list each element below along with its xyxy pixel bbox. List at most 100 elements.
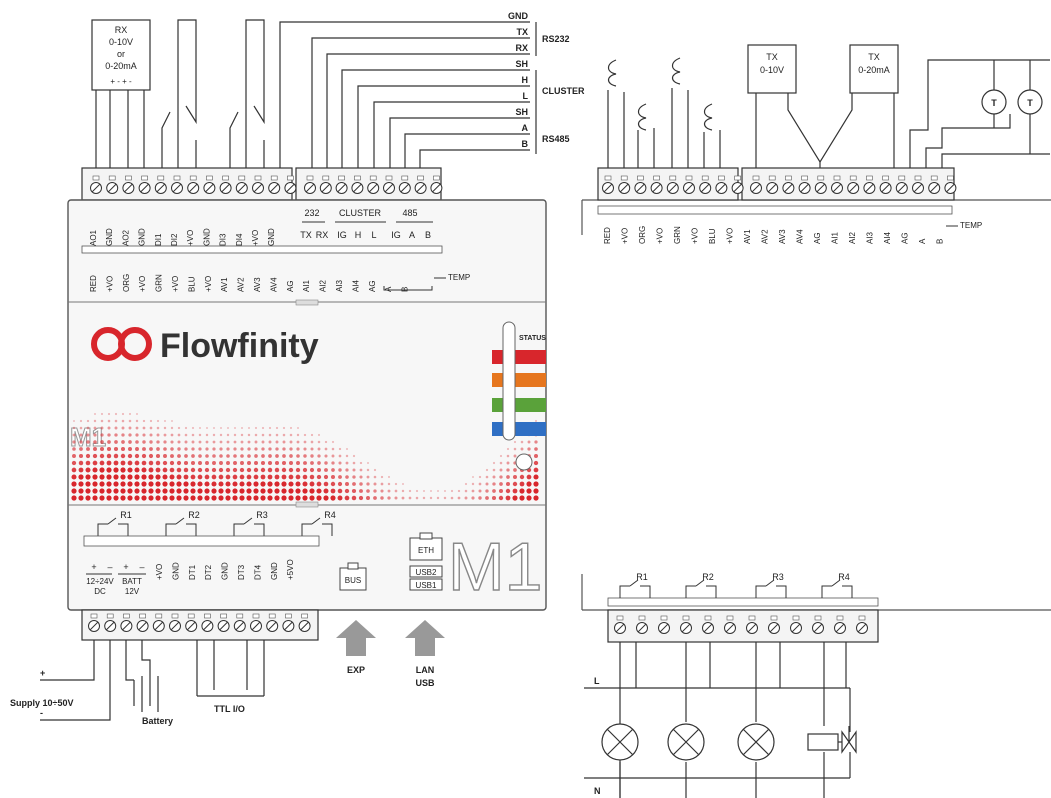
terminal-screw[interactable] [895,175,908,194]
terminal-screw[interactable] [398,175,411,194]
terminal-screw[interactable] [203,175,216,194]
batt-label: BATT [122,577,142,586]
terminal-screw[interactable] [944,175,957,194]
terminal-screw[interactable] [88,613,100,632]
terminal-screw[interactable] [138,175,151,194]
terminal-screw[interactable] [136,613,149,632]
terminal-screw[interactable] [798,175,811,194]
group-rs485: RS485 [542,134,570,144]
terminal-screw[interactable] [634,175,647,194]
terminal-screw[interactable] [746,615,758,634]
terminal-screw[interactable] [252,175,264,194]
terminal-screw[interactable] [266,613,279,632]
terminal-screw[interactable] [731,175,744,194]
terminal-screw[interactable] [90,175,102,194]
terminal-screw[interactable] [233,613,246,632]
usb1-port-label: USB1 [416,581,437,590]
terminal-label: GRN [673,226,682,244]
terminal-screw[interactable] [614,615,626,634]
terminal-label: AI3 [335,279,344,292]
terminal-label: AI1 [831,231,840,244]
terminal-screw[interactable] [217,613,230,632]
terminal-screw[interactable] [812,615,824,634]
terminal-screw[interactable] [250,613,262,632]
terminal-screw[interactable] [201,613,214,632]
terminal-screw[interactable] [834,615,846,634]
terminal-screw[interactable] [298,613,311,632]
terminal-label: AV1 [220,277,229,292]
terminal-screw[interactable] [185,613,198,632]
terminal-screw[interactable] [430,175,443,194]
model-small: M1 [70,422,106,452]
terminal-screw[interactable] [666,175,679,194]
bus-port[interactable]: BUS [339,562,367,591]
bus-sh1: SH [515,59,528,69]
terminal-screw[interactable] [814,175,827,194]
comm-label: TX [300,230,312,240]
terminal-label: AV4 [269,277,278,292]
terminal-label: AO2 [121,229,130,246]
terminal-screw[interactable] [319,175,332,194]
comm-label: A [409,230,415,240]
bus-gnd: GND [508,11,529,21]
terminal-screw[interactable] [106,175,119,194]
terminal-screw[interactable] [699,175,712,194]
bottom-wiring [40,640,265,721]
terminal-screw[interactable] [863,175,876,194]
eth-port[interactable]: ETH [409,532,443,561]
terminal-screw[interactable] [171,175,183,194]
reset-button[interactable] [515,453,533,471]
terminal-screw[interactable] [618,175,631,194]
terminal-screw[interactable] [602,175,614,194]
terminal-screw[interactable] [790,615,802,634]
terminal-screw[interactable] [636,615,648,634]
terminal-screw[interactable] [104,613,117,632]
terminal-label: AI4 [883,231,892,244]
terminal-screw[interactable] [304,175,316,194]
terminal-screw[interactable] [383,175,395,194]
terminal-label: GND [221,562,230,580]
terminal-screw[interactable] [122,175,135,194]
terminal-screw[interactable] [847,175,860,194]
terminal-screw[interactable] [154,175,167,194]
terminal-screw[interactable] [169,613,181,632]
terminal-screw[interactable] [715,175,728,194]
terminal-label: A [384,286,393,292]
terminal-screw[interactable] [650,175,663,194]
terminal-screw[interactable] [879,175,892,194]
terminal-screw[interactable] [928,175,941,194]
bus-a: A [522,123,529,133]
terminal-screw[interactable] [152,613,165,632]
terminal-screw[interactable] [912,175,924,194]
usb1-port[interactable]: USB1 [409,578,443,591]
usb2-port[interactable]: USB2 [409,565,443,578]
tx1-line-2: 0-10V [760,65,784,75]
terminal-screw[interactable] [219,175,232,194]
terminal-screw[interactable] [187,175,200,194]
terminal-screw[interactable] [282,613,295,632]
terminal-screw[interactable] [782,175,795,194]
terminal-screw[interactable] [120,613,133,632]
terminal-screw[interactable] [766,175,779,194]
terminal-screw[interactable] [658,615,670,634]
terminal-screw[interactable] [702,615,714,634]
terminal-screw[interactable] [235,175,248,194]
terminal-screw[interactable] [683,175,695,194]
terminal-label: GND [270,562,279,580]
terminal-screw[interactable] [268,175,281,194]
terminal-screw[interactable] [750,175,762,194]
terminal-label: AI1 [302,279,311,292]
terminal-screw[interactable] [367,175,380,194]
terminal-screw[interactable] [414,175,427,194]
terminal-screw[interactable] [335,175,348,194]
dc-voltage-label: 12÷24V [86,577,114,586]
terminal-screw[interactable] [831,175,843,194]
terminal-screw[interactable] [351,175,364,194]
terminal-screw[interactable] [768,615,780,634]
terminal-screw[interactable] [724,615,736,634]
terminal-screw[interactable] [856,615,868,634]
rx-line-2: 0-10V [109,37,133,47]
terminal-screw[interactable] [680,615,692,634]
terminal-screw[interactable] [284,175,297,194]
lamp-1-icon [601,723,639,761]
